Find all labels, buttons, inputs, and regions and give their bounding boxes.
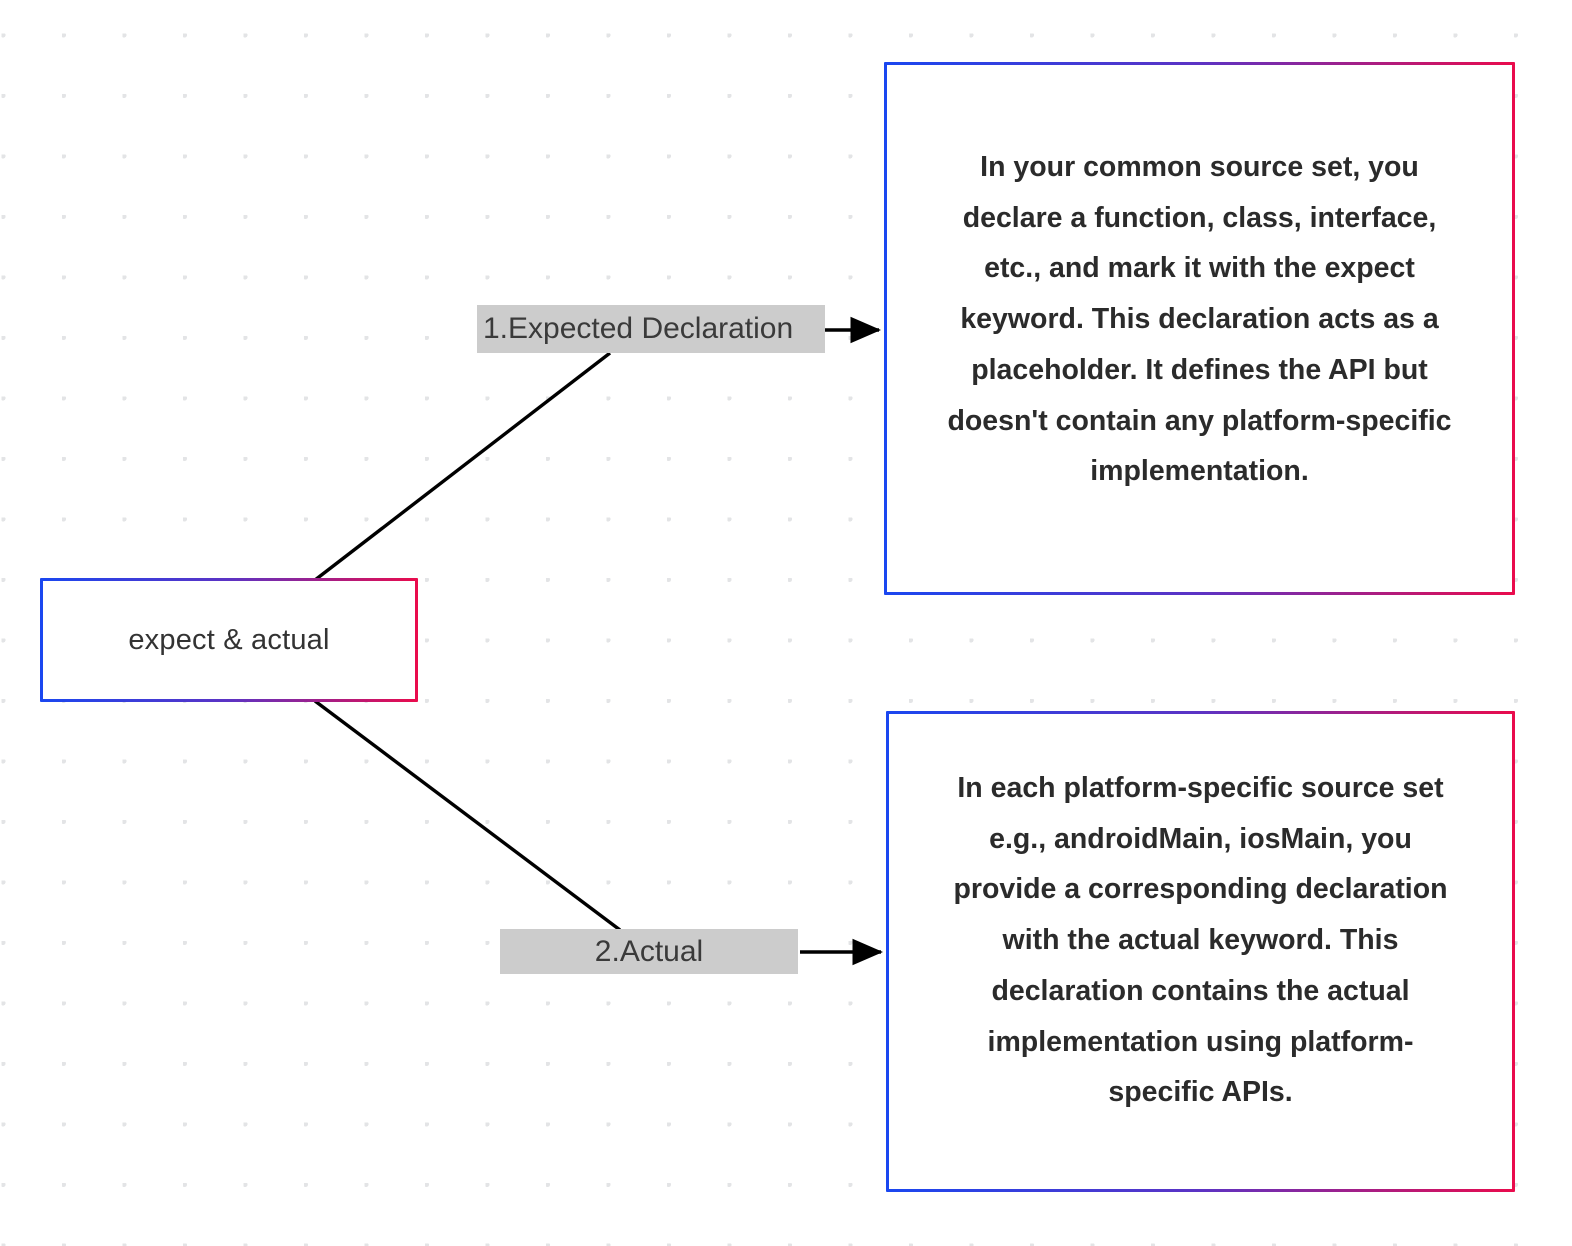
branch-label-expected-declaration[interactable]: 1.Expected Declaration bbox=[477, 305, 825, 353]
node-root-label: expect & actual bbox=[128, 623, 330, 656]
node-root[interactable]: expect & actual bbox=[40, 578, 418, 702]
description-box-expected-declaration[interactable]: In your common source set, you declare a… bbox=[884, 62, 1515, 595]
connector-root-to-expected bbox=[313, 351, 612, 582]
connector-root-to-actual bbox=[313, 699, 622, 932]
description-box-actual[interactable]: In each platform-specific source set e.g… bbox=[886, 711, 1515, 1192]
branch-label-expected-declaration-text: 1.Expected Declaration bbox=[483, 312, 794, 345]
branch-label-actual[interactable]: 2.Actual bbox=[500, 929, 798, 974]
description-text-expected-declaration: In your common source set, you declare a… bbox=[947, 150, 1452, 488]
branch-label-actual-text: 2.Actual bbox=[594, 934, 704, 968]
description-text-actual: In each platform-specific source set e.g… bbox=[953, 771, 1448, 1109]
